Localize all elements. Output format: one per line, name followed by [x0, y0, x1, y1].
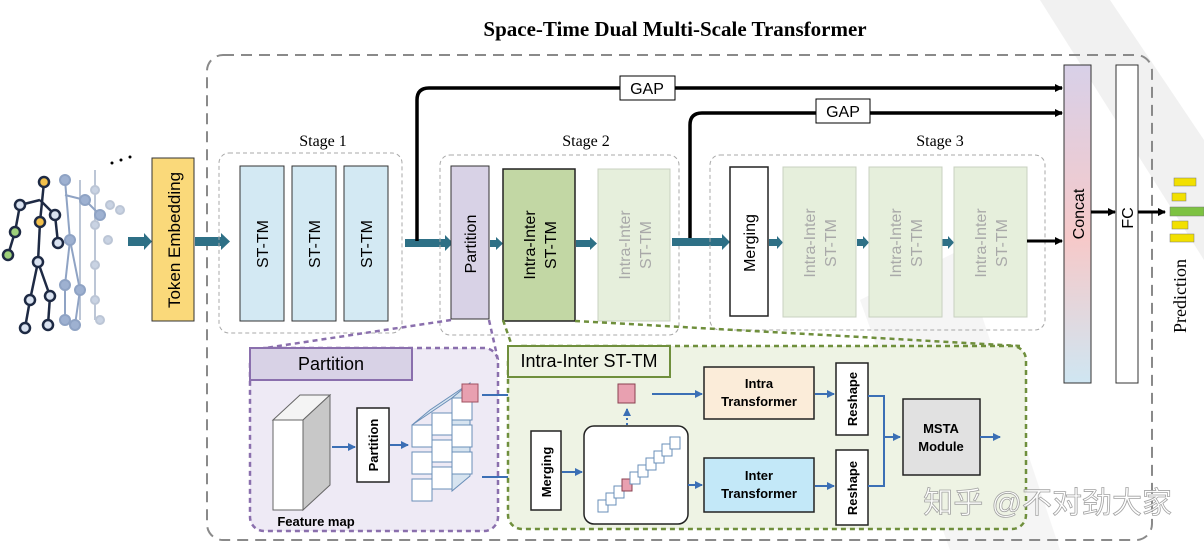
stage1-container [218, 152, 403, 334]
skeleton-input-icon [1, 155, 132, 335]
stage1-blocks: ST-TM ST-TM ST-TM [239, 165, 389, 322]
stage3-faded-3-line1: Intra-Inter [973, 208, 990, 278]
gap-path-1: GAP [415, 75, 1063, 241]
stage2-label: Stage 2 [562, 133, 610, 150]
reshape-box-top [835, 362, 869, 436]
concat-block [1063, 64, 1092, 384]
feature-map-icon [271, 393, 332, 512]
stage3-faded-1-line2: ST-TM [823, 219, 840, 267]
inter-transformer-box [703, 457, 815, 513]
merging-op-label: Merging [539, 447, 554, 498]
gap-label-1: GAP [630, 81, 664, 98]
fc-block [1115, 64, 1139, 384]
token-sequence-icon [597, 436, 681, 513]
intra-inter-detail-title: Intra-Inter ST-TM [520, 351, 657, 371]
reshape-label-bottom: Reshape [845, 461, 860, 515]
reshape-box-bottom [835, 449, 869, 526]
partition-block [450, 165, 490, 320]
selected-token-cube [617, 383, 636, 404]
msta-line2: Module [918, 439, 964, 454]
partition-block-label: Partition [463, 215, 480, 274]
partitioned-cubes-icon [411, 381, 479, 502]
prediction-bars-icon [1169, 177, 1204, 243]
arrow-partition-to-intra [490, 237, 503, 250]
inter-transformer-line2: Transformer [721, 486, 797, 501]
arrow-stage2-to-stage3 [672, 234, 730, 250]
intra-inter-block [502, 168, 576, 322]
diagram-title: Space-Time Dual Multi-Scale Transformer [483, 17, 866, 41]
partition-detail-title: Partition [298, 354, 364, 374]
partition-op-label: Partition [366, 419, 381, 472]
partition-detail-header [249, 347, 413, 381]
stage3-faded-3-line2: ST-TM [994, 219, 1011, 267]
merging-block-label: Merging [742, 214, 759, 272]
stage3-faded-1-line1: Intra-Inter [802, 208, 819, 278]
fc-label: FC [1120, 207, 1137, 228]
merging-op-box [530, 430, 562, 511]
sttm-block-3 [343, 165, 389, 322]
watermark-text: 知乎 @不对劲大家 [923, 487, 1172, 520]
zoom-connectors [251, 318, 1021, 361]
arrow-to-token [128, 233, 152, 250]
prediction-label: Prediction [1170, 259, 1190, 333]
partition-op-box [356, 407, 390, 483]
reshape-to-msta-connector [868, 395, 901, 487]
stage2-container [439, 154, 680, 336]
stage3-faded-2-line2: ST-TM [909, 219, 926, 267]
merging-block [729, 166, 769, 317]
gap-path-2: GAP [688, 98, 1063, 241]
sttm-label-1: ST-TM [255, 220, 272, 268]
feature-map-label: Feature map [277, 514, 354, 529]
stage3-faded-2-line1: Intra-Inter [888, 208, 905, 278]
stage1-label: Stage 1 [299, 133, 347, 150]
stage3-label: Stage 3 [916, 133, 964, 150]
intra-inter-detail-header [507, 345, 671, 378]
intra-inter-label-line1: Intra-Inter [522, 210, 539, 280]
gap-label-2: GAP [826, 104, 860, 121]
stage3-faded-arrows [769, 236, 954, 249]
stage3-faded-block-1 [782, 166, 857, 318]
msta-module-box [902, 398, 981, 476]
stage3-faded-block-2 [868, 166, 943, 318]
intra-inter-faded-line1: Intra-Inter [617, 210, 634, 280]
intra-inter-faded-block [597, 168, 671, 322]
outer-frame [206, 54, 1153, 541]
token-embedding-block [151, 157, 195, 322]
intra-inter-label-line2: ST-TM [543, 221, 560, 269]
sttm-label-3: ST-TM [359, 220, 376, 268]
inter-transformer-line1: Inter [745, 468, 773, 483]
intra-inter-faded-line2: ST-TM [638, 221, 655, 269]
intra-transformer-line1: Intra [745, 376, 774, 391]
sttm-block-2 [291, 165, 337, 322]
arrow-token-to-stage1 [195, 233, 230, 250]
sttm-block-1 [239, 165, 285, 322]
arrow-stage1-to-stage2 [405, 235, 453, 251]
concat-label: Concat [1071, 188, 1088, 239]
arrow-intra-to-faded [576, 237, 597, 250]
token-embedding-label: Token Embedding [165, 172, 184, 308]
sttm-label-2: ST-TM [307, 220, 324, 268]
msta-line1: MSTA [923, 421, 959, 436]
stage3-faded-block-3 [953, 166, 1028, 318]
intra-transformer-line2: Transformer [721, 394, 797, 409]
reshape-label-top: Reshape [845, 372, 860, 426]
intra-transformer-box [703, 366, 815, 420]
